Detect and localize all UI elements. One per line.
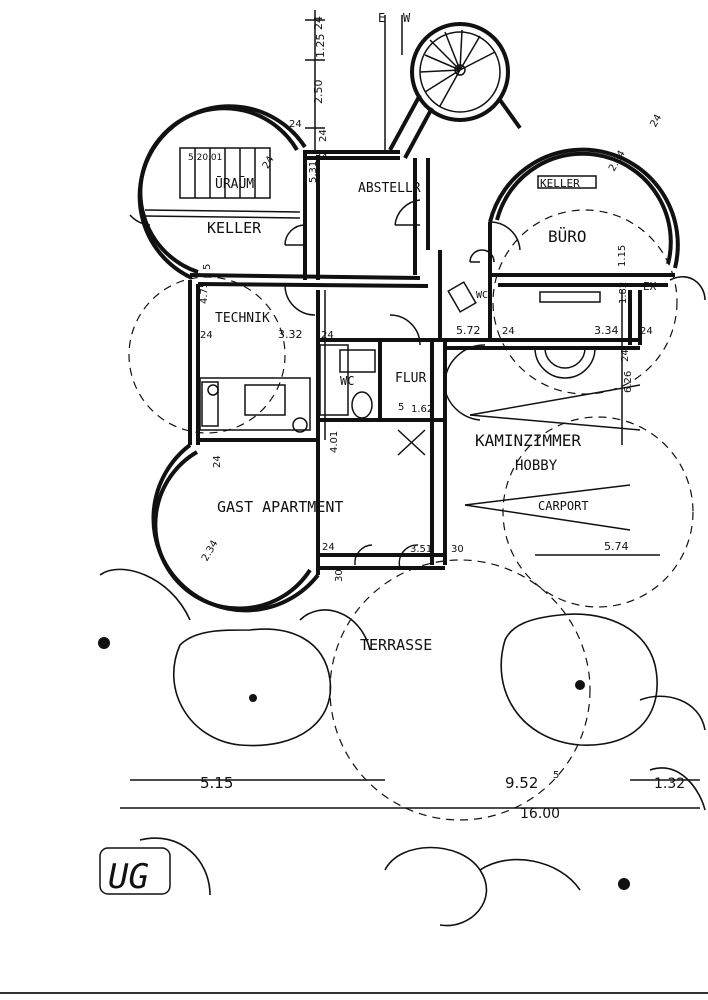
dim-label: 9.52 — [505, 774, 538, 792]
room-label-saal: ŪRAŪM — [215, 177, 254, 192]
room-label-kaminzimmer: KAMINZIMMER — [475, 431, 581, 450]
room-label-flur: FLUR — [395, 371, 426, 386]
compass-e: E — [378, 11, 385, 25]
dim-label: 3.51 — [410, 544, 432, 555]
dim-label: 5.72 — [456, 324, 481, 337]
page-border-line — [0, 992, 708, 994]
room-label-technik: TECHNIK — [215, 311, 270, 326]
rotunda-walls — [137, 22, 680, 613]
floor-label-frame — [99, 847, 171, 895]
dim-label: 5 — [202, 264, 213, 270]
room-label-carport: CARPORT — [538, 499, 589, 513]
dimension-lines — [120, 10, 700, 809]
dim-label: 2.50 — [312, 80, 325, 105]
dim-label: 24 — [502, 326, 515, 337]
compass: E W — [378, 11, 411, 25]
dim-label: 24 — [312, 16, 325, 30]
room-label-wc: WC — [340, 374, 354, 388]
dim-label: 5.74 — [604, 540, 629, 553]
room-label-exit: EX — [643, 280, 657, 293]
dim-label: 24 — [318, 129, 329, 142]
room-label-abstell: ABSTELLR — [358, 181, 421, 196]
room-label-keller2: KELLER — [540, 177, 580, 190]
dim-label: 5.15 — [200, 774, 233, 792]
dim-label: 1.62 — [411, 404, 433, 415]
door-swings — [129, 199, 521, 569]
dim-label: 24 — [200, 330, 213, 341]
room-label-gast-apartment: GAST APARTMENT — [217, 498, 343, 516]
dim-label: 24 — [261, 154, 277, 171]
spiral-stair — [419, 29, 496, 107]
room-label-buero: BÜRO — [548, 227, 587, 246]
dim-label: 24 — [289, 119, 302, 130]
dashed-swing-circles — [128, 209, 694, 821]
dim-label: 24 — [322, 542, 335, 553]
room-label-wc-ug: WC — [476, 290, 488, 301]
floor-label: UG — [108, 857, 149, 897]
carport-wedges — [464, 384, 660, 556]
dim-label: 1.82 — [618, 282, 629, 304]
dim-label: 5.31 — [308, 161, 319, 183]
dim-label: 6.26 — [623, 371, 634, 393]
dim-label: 2.34 — [200, 539, 221, 564]
room-label-terrasse: TERRASSE — [360, 636, 432, 654]
dim-label: 30 — [334, 569, 345, 582]
dim-label: 30 — [451, 544, 464, 555]
trees — [98, 275, 706, 927]
dim-label: 4.01 — [329, 431, 340, 453]
dim-label: 3.32 — [278, 328, 303, 341]
dim-label: 5.20.01 — [188, 153, 222, 163]
dim-label: 5 — [398, 402, 404, 413]
dim-label: 1.32 — [654, 776, 685, 792]
compass-w: W — [403, 11, 411, 25]
dim-label: 3.34 — [594, 324, 619, 337]
dim-label: 24 — [648, 113, 664, 130]
room-label-hobby: HOBBY — [515, 458, 558, 474]
room-label-keller: KELLER — [207, 219, 262, 237]
fittings — [144, 147, 601, 433]
dim-label: 1.25 — [314, 34, 327, 59]
dim-label: 16.00 — [520, 806, 560, 822]
room-labels: ŪRAŪM KELLER ABSTELLR BÜRO KELLER TECHNI… — [207, 177, 657, 654]
dim-label: 24 — [640, 326, 653, 337]
dim-label: 4.75 — [199, 282, 210, 304]
dim-label-superscript: 5 — [553, 770, 559, 781]
dim-label: 24 — [620, 349, 631, 362]
dim-label: 24 — [212, 455, 223, 468]
dim-label: 24 — [321, 330, 334, 341]
dim-label: 1.15 — [617, 245, 628, 267]
dim-label: 24 — [315, 152, 328, 163]
